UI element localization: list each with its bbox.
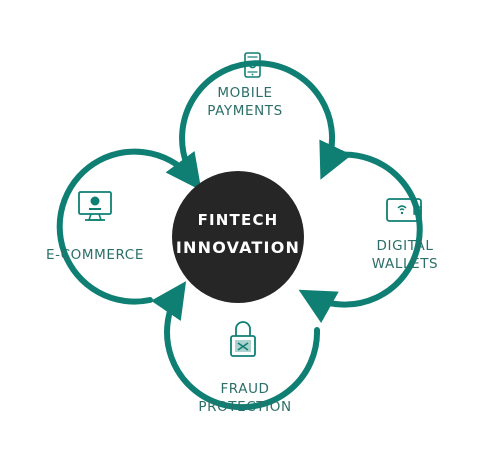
bottom-cycle-arc (150, 281, 321, 411)
center-title-line1: FINTECH (197, 211, 279, 229)
fraud-protection-label-line2: PROTECTION (198, 399, 292, 415)
digital-wallets-label-line1: DIGITAL (376, 238, 434, 254)
left-cycle-arc (56, 148, 202, 305)
mobile-phone-icon (244, 52, 261, 78)
computer-monitor-icon (78, 191, 112, 221)
mobile-payments-label-line1: MOBILE (217, 85, 273, 101)
center-title-line2: INNOVATION (175, 238, 301, 257)
fraud-protection-label-line1: FRAUD (220, 381, 270, 397)
digital-wallets-label-line2: WALLETS (371, 256, 439, 272)
right-cycle-arc (298, 151, 423, 324)
mobile-payments-label-line2: PAYMENTS (207, 103, 283, 119)
center-circle (172, 171, 304, 303)
e-commerce-label: E-COMMERCE (46, 247, 144, 263)
wallet-icon (386, 198, 422, 222)
padlock-icon (230, 321, 256, 357)
